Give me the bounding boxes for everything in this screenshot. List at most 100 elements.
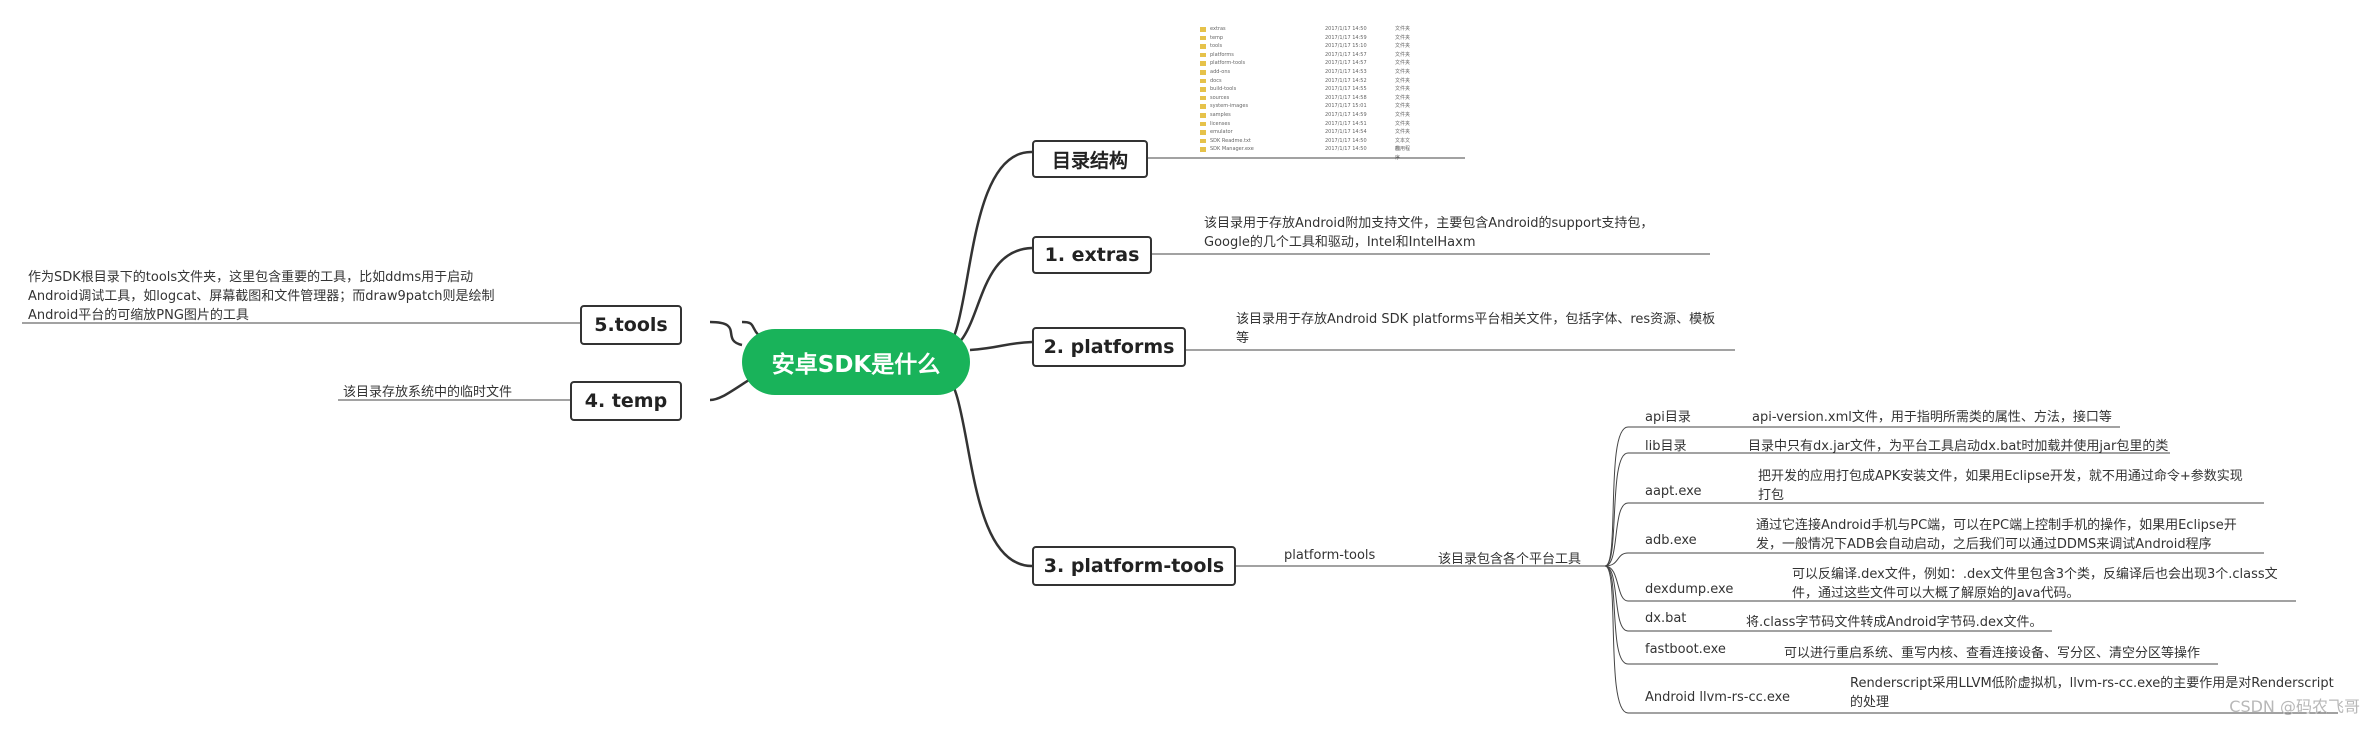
folder-icon bbox=[1200, 121, 1206, 127]
leaf-desc: 将.class字节码文件转成Android字节码.dex文件。 bbox=[1746, 615, 2043, 630]
dir-row-date: 2017/1/17 14:57 bbox=[1325, 51, 1367, 58]
dir-row-type: 文件夹 bbox=[1395, 43, 1411, 50]
dir-row-name: licenses bbox=[1210, 120, 1231, 127]
dir-row-date: 2017/1/17 14:57 bbox=[1325, 60, 1367, 67]
leaf-name: api目录 bbox=[1645, 410, 1691, 425]
folder-icon bbox=[1200, 87, 1206, 92]
dir-row-name: platform-tools bbox=[1210, 60, 1246, 67]
dir-row-type: 文件夹 bbox=[1395, 86, 1411, 93]
dir-row-type: 文件夹 bbox=[1395, 112, 1411, 118]
branch-platform-tools-node[interactable]: 3. platform-tools bbox=[1032, 546, 1236, 586]
leaf-desc: 把开发的应用打包成APK安装文件，如果用Eclipse开发，就不用通过命令+参数… bbox=[1758, 469, 2243, 484]
folder-icon bbox=[1200, 104, 1206, 109]
leaf-name: dx.bat bbox=[1645, 611, 1687, 626]
leaf-desc: api-version.xml文件，用于指明所需类的属性、方法，接口等 bbox=[1752, 410, 2112, 425]
leaf-name: Android llvm-rs-cc.exe bbox=[1645, 690, 1790, 705]
folder-icon bbox=[1200, 138, 1206, 144]
dir-row-type: 文件夹 bbox=[1395, 120, 1411, 127]
leaf-name: dexdump.exe bbox=[1645, 582, 1734, 597]
dir-row-name: samples bbox=[1210, 112, 1231, 118]
root-node[interactable]: 安卓SDK是什么 bbox=[742, 329, 970, 395]
tools-desc-line2: Android调试工具，如logcat、屏幕截图和文件管理器；而draw9pat… bbox=[28, 289, 495, 304]
dir-row-date: 2017/1/17 14:59 bbox=[1325, 112, 1367, 118]
dir-row-name: temp bbox=[1210, 34, 1224, 41]
platforms-desc-line2: 等 bbox=[1236, 331, 1250, 346]
dir-row-type: 文件夹 bbox=[1395, 26, 1411, 32]
leaf-desc: 的处理 bbox=[1850, 695, 1890, 710]
dir-row-name: extras bbox=[1210, 26, 1226, 32]
dir-table-row: SDK Manager.exe 2017/1/17 14:50 应用程序 bbox=[1200, 145, 1410, 161]
leaf-desc: 打包 bbox=[1758, 488, 1785, 503]
extras-desc-line2: Google的几个工具和驱动，Intel和IntelHaxm bbox=[1204, 235, 1476, 250]
leaf-name: aapt.exe bbox=[1645, 484, 1702, 499]
folder-icon bbox=[1200, 52, 1206, 58]
folder-icon bbox=[1200, 95, 1206, 101]
temp-desc: 该目录存放系统中的临时文件 bbox=[343, 385, 513, 400]
platforms-desc-line1: 该目录用于存放Android SDK platforms平台相关文件，包括字体、… bbox=[1236, 312, 1716, 327]
dir-row-name: build-tools bbox=[1210, 86, 1237, 93]
dir-table-row: platforms 2017/1/17 14:57 文件夹 bbox=[1200, 51, 1410, 60]
dir-table-row: tools 2017/1/17 15:10 文件夹 bbox=[1200, 42, 1410, 51]
dir-table-row: extras 2017/1/17 14:50 文件夹 bbox=[1200, 25, 1410, 34]
dir-row-name: platforms bbox=[1210, 51, 1234, 58]
branch-extras-node[interactable]: 1. extras bbox=[1032, 236, 1152, 274]
platform-tools-sub-label: platform-tools bbox=[1284, 548, 1376, 563]
dir-row-type: 文件夹 bbox=[1395, 94, 1411, 101]
leaf-desc: 目录中只有dx.jar文件，为平台工具启动dx.bat时加载并使用jar包里的类 bbox=[1748, 439, 2169, 454]
dir-row-name: SDK Readme.txt bbox=[1210, 137, 1251, 144]
branch-dir-node[interactable]: 目录结构 bbox=[1032, 140, 1148, 178]
leaf-name: lib目录 bbox=[1645, 439, 1687, 454]
dir-row-type: 文本文档 bbox=[1395, 137, 1411, 153]
dir-row-type: 应用程序 bbox=[1395, 146, 1411, 161]
tools-desc-line1: 作为SDK根目录下的tools文件夹，这里包含重要的工具，比如ddms用于启动 bbox=[28, 270, 474, 285]
dir-row-name: SDK Manager.exe bbox=[1210, 146, 1254, 153]
dir-row-name: add-ons bbox=[1210, 69, 1231, 75]
dir-table-image: extras 2017/1/17 14:50 文件夹 temp 2017/1/17 14… bbox=[1196, 25, 1416, 161]
dir-row-date: 2017/1/17 14:52 bbox=[1325, 77, 1367, 84]
dir-row-date: 2017/1/17 14:58 bbox=[1325, 94, 1367, 101]
dir-row-name: sources bbox=[1210, 94, 1230, 101]
dir-row-type: 文件夹 bbox=[1395, 103, 1411, 110]
dir-row-name: system-images bbox=[1210, 103, 1249, 110]
dir-row-date: 2017/1/17 14:53 bbox=[1325, 69, 1367, 75]
dir-row-type: 文件夹 bbox=[1395, 51, 1411, 58]
dir-table-row: SDK Readme.txt 2017/1/17 14:50 文本文档 bbox=[1200, 137, 1410, 152]
leaf-desc: 通过它连接Android手机与PC端，可以在PC端上控制手机的操作，如果用Ecl… bbox=[1756, 518, 2237, 533]
dir-row-type: 文件夹 bbox=[1395, 34, 1411, 41]
folder-icon bbox=[1200, 147, 1206, 152]
dir-table-row: samples 2017/1/17 14:59 文件夹 bbox=[1200, 111, 1410, 120]
folder-icon bbox=[1200, 35, 1206, 41]
branch-platforms-node[interactable]: 2. platforms bbox=[1032, 327, 1186, 367]
dir-row-type: 文件夹 bbox=[1395, 69, 1411, 75]
folder-icon bbox=[1200, 44, 1206, 49]
branch-temp-node[interactable]: 4. temp bbox=[570, 381, 682, 421]
dir-table-row: sources 2017/1/17 14:58 文件夹 bbox=[1200, 94, 1410, 103]
folder-icon bbox=[1200, 113, 1206, 118]
leaf-desc: 发，一般情况下ADB会自动启动，之后我们可以通过DDMS来调试Android程序 bbox=[1756, 537, 2212, 552]
dir-row-name: emulator bbox=[1210, 129, 1233, 136]
dir-row-name: tools bbox=[1210, 43, 1223, 50]
leaf-desc: 可以反编译.dex文件，例如：.dex文件里包含3个类，反编译后也会出现3个.c… bbox=[1792, 567, 2278, 582]
leaf-name: adb.exe bbox=[1645, 533, 1697, 548]
folder-icon bbox=[1200, 61, 1206, 66]
branch-tools-node[interactable]: 5.tools bbox=[580, 305, 682, 345]
dir-table-row: temp 2017/1/17 14:59 文件夹 bbox=[1200, 34, 1410, 43]
dir-row-date: 2017/1/17 14:50 bbox=[1325, 137, 1367, 144]
dir-row-date: 2017/1/17 14:50 bbox=[1325, 26, 1367, 32]
dir-row-date: 2017/1/17 15:10 bbox=[1325, 43, 1367, 50]
dir-row-date: 2017/1/17 14:55 bbox=[1325, 86, 1367, 93]
dir-row-date: 2017/1/17 14:54 bbox=[1325, 129, 1367, 136]
tools-desc-line3: Android平台的可缩放PNG图片的工具 bbox=[28, 308, 249, 323]
dir-table-row: add-ons 2017/1/17 14:53 文件夹 bbox=[1200, 68, 1410, 77]
leaf-desc: 可以进行重启系统、重写内核、查看连接设备、写分区、清空分区等操作 bbox=[1784, 646, 2201, 661]
dir-row-date: 2017/1/17 14:59 bbox=[1325, 34, 1367, 41]
leaf-desc: Renderscript采用LLVM低阶虚拟机，llvm-rs-cc.exe的主… bbox=[1850, 676, 2334, 691]
dir-row-type: 文件夹 bbox=[1395, 129, 1411, 136]
folder-icon bbox=[1200, 78, 1206, 84]
platform-tools-sub-desc: 该目录包含各个平台工具 bbox=[1438, 552, 1582, 567]
dir-row-date: 2017/1/17 14:50 bbox=[1325, 146, 1367, 153]
